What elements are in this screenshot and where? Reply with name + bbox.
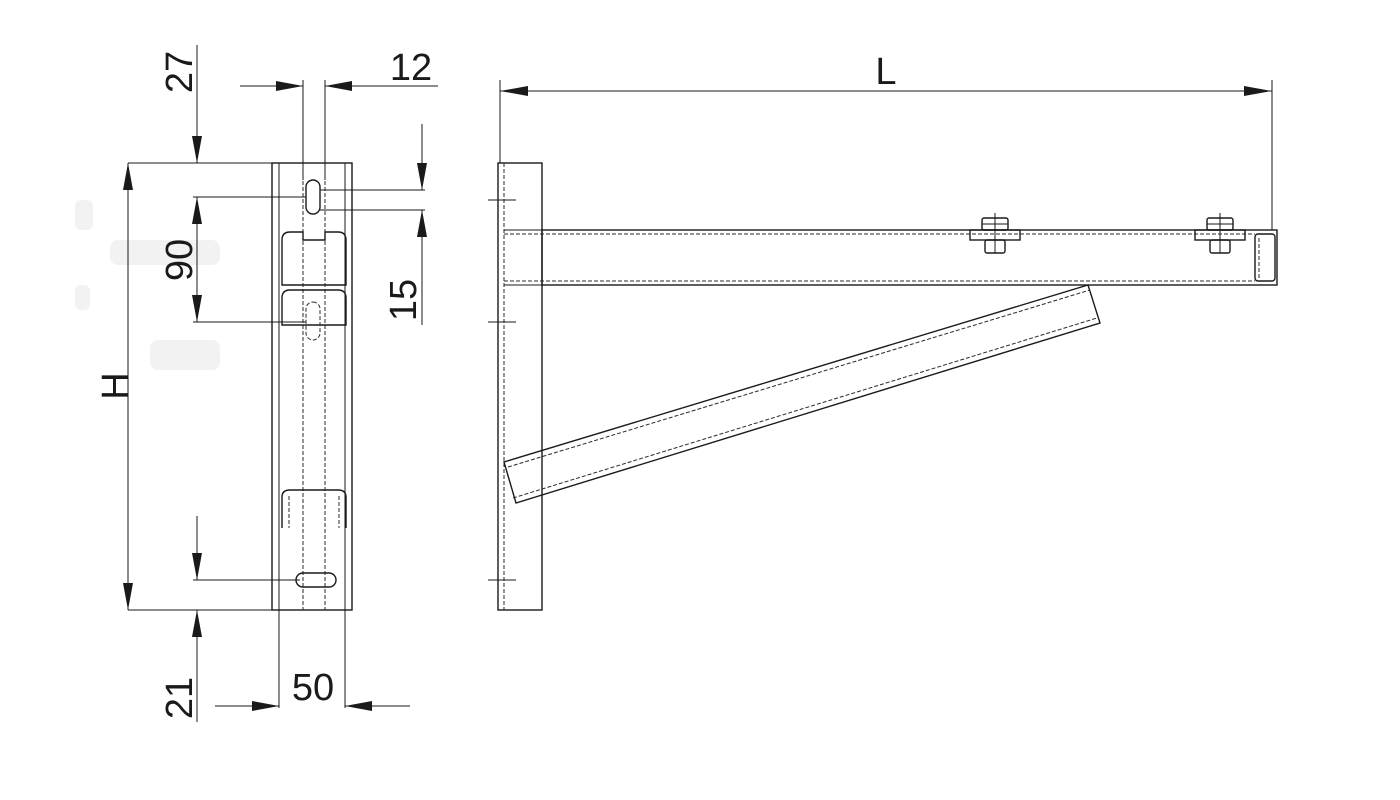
front-dimensions: H 27 90 21 15 12 50 xyxy=(95,45,438,722)
front-view xyxy=(271,162,353,611)
dim-height-label: H xyxy=(95,372,137,399)
front-upper-window xyxy=(281,231,347,286)
dim-length-label: L xyxy=(875,51,896,93)
dim-top-offset-label: 27 xyxy=(159,51,201,93)
front-bottom-window xyxy=(281,489,347,528)
front-profile-outline xyxy=(271,162,353,611)
bolt-2 xyxy=(1194,213,1246,254)
background-smudges xyxy=(75,200,220,370)
cantilever-arm xyxy=(541,229,1278,286)
front-lower-window xyxy=(281,289,347,326)
wall-plate xyxy=(497,162,543,611)
dim-bottom-offset-label: 21 xyxy=(159,677,201,719)
dim-slot-width-label: 12 xyxy=(390,47,432,89)
bolt-1 xyxy=(969,213,1021,254)
upper-hidden-slot xyxy=(305,301,321,341)
dim-slot-spacing-label: 90 xyxy=(159,239,201,281)
bottom-slot xyxy=(295,572,337,588)
top-slot xyxy=(305,179,321,215)
diagonal-strut xyxy=(503,284,1101,504)
side-view xyxy=(488,162,1278,611)
side-dimensions: L xyxy=(499,51,1273,230)
dim-profile-width-label: 50 xyxy=(292,667,334,709)
dim-slot-length-label: 15 xyxy=(383,279,425,321)
arm-end-cap xyxy=(1254,233,1276,282)
